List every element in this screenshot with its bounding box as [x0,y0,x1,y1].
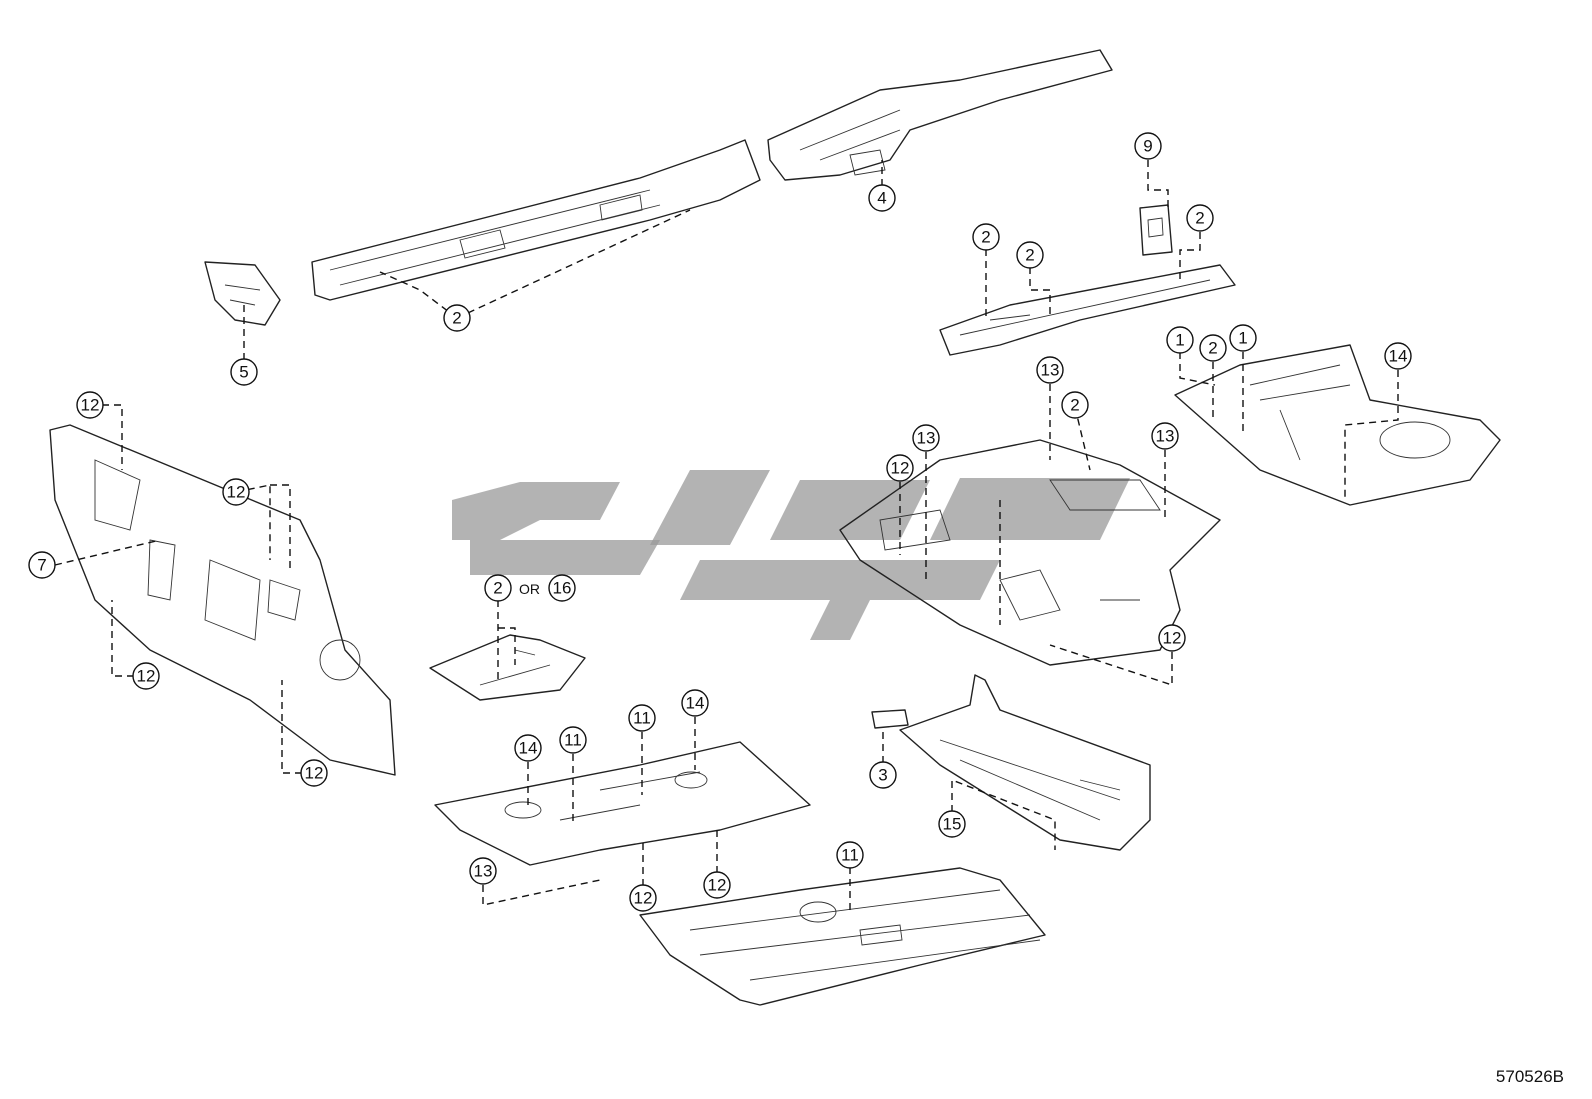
svg-text:2: 2 [981,228,990,247]
svg-text:4: 4 [877,189,886,208]
callout-part-12-dash-bottom: 12 [300,759,328,787]
front-side-member-part [311,139,761,301]
svg-text:2: 2 [493,579,502,598]
small-reinforcement-part [1139,204,1173,256]
callout-part-14-rear: 14 [1384,342,1412,370]
svg-text:9: 9 [1143,137,1152,156]
svg-text:12: 12 [81,396,100,415]
callout-part-12-center-bottom: 12 [1158,624,1186,652]
callout-part-12-dash-low: 12 [132,662,160,690]
callout-part-13-center-left: 13 [912,424,940,452]
svg-text:15: 15 [943,815,962,834]
dash-panel-part [49,424,396,776]
svg-text:12: 12 [305,764,324,783]
callout-part-2-rear-floor: 2 [1199,334,1227,362]
center-tunnel-floor-part [639,867,1046,1006]
callout-part-5: 5 [230,358,258,386]
svg-text:11: 11 [564,731,582,750]
callout-part-12-dash-mid: 12 [222,478,250,506]
callout-part-11-front-mid: 11 [628,704,656,732]
svg-text:1: 1 [1175,331,1184,350]
svg-text:3: 3 [878,766,887,785]
front-crossmember-part [899,674,1151,851]
front-floor-pan-part [434,741,811,866]
callout-part-12-center-left: 12 [886,454,914,482]
callout-part-1-right: 1 [1229,324,1257,352]
front-bracket-part [204,261,281,326]
callout-part-4: 4 [868,184,896,212]
callout-part-13-front: 13 [469,857,497,885]
callout-part-13-center-top: 13 [1036,356,1064,384]
svg-text:12: 12 [891,459,910,478]
svg-text:2: 2 [1070,396,1079,415]
callout-part-2-crossmember-mid: 2 [1016,241,1044,269]
svg-text:2: 2 [1195,209,1204,228]
small-bracket-part [871,709,909,729]
or-label: OR [519,581,540,597]
callout-part-2-or-16: 2 OR 16 [484,574,576,602]
callout-part-12-front-mid: 12 [629,884,657,912]
callout-part-12-dash-top: 12 [76,391,104,419]
svg-text:12: 12 [137,667,156,686]
svg-text:7: 7 [37,556,46,575]
callout-part-2-crossmember-left: 2 [972,223,1000,251]
svg-text:1: 1 [1238,329,1247,348]
callout-part-11-front-left: 11 [559,726,587,754]
rear-crossmember-part [939,264,1236,356]
svg-text:12: 12 [1163,629,1182,648]
svg-text:12: 12 [227,483,246,502]
callout-part-14-front-right: 14 [681,689,709,717]
rear-floor-side-member-part [767,49,1113,181]
leader-lines [54,148,1399,910]
callout-part-1-left: 1 [1166,326,1194,354]
callout-part-12-front-right: 12 [703,871,731,899]
callout-part-15: 15 [938,810,966,838]
floor-side-bracket-part [429,634,586,701]
callout-part-9: 9 [1134,132,1162,160]
watermark-logo [452,470,1130,640]
callout-part-14-front-left: 14 [514,734,542,762]
svg-text:11: 11 [841,846,859,865]
svg-text:5: 5 [239,363,248,382]
callout-part-2-center-floor: 2 [1061,391,1089,419]
callout-part-11-tunnel: 11 [836,841,864,869]
callout-part-3: 3 [869,761,897,789]
svg-text:11: 11 [633,709,651,728]
svg-text:14: 14 [1389,347,1408,366]
rear-floor-pan-part [1174,344,1501,506]
svg-text:14: 14 [686,694,705,713]
callout-part-2-reinforcement: 2 [1186,204,1214,232]
svg-text:13: 13 [1041,361,1060,380]
svg-text:2: 2 [452,309,461,328]
svg-text:12: 12 [708,876,727,895]
svg-text:13: 13 [917,429,936,448]
callout-part-7: 7 [28,551,56,579]
callout-part-2-front-member: 2 [443,304,471,332]
diagram-reference-code: 570526B [1495,1067,1564,1086]
svg-text:14: 14 [519,739,538,758]
center-floor-pan-part [839,439,1221,666]
svg-text:12: 12 [634,889,653,908]
svg-text:13: 13 [1156,427,1175,446]
callout-part-13-center-right: 13 [1151,422,1179,450]
svg-text:13: 13 [474,862,493,881]
svg-text:2: 2 [1208,339,1217,358]
svg-text:16: 16 [553,579,572,598]
svg-text:2: 2 [1025,246,1034,265]
